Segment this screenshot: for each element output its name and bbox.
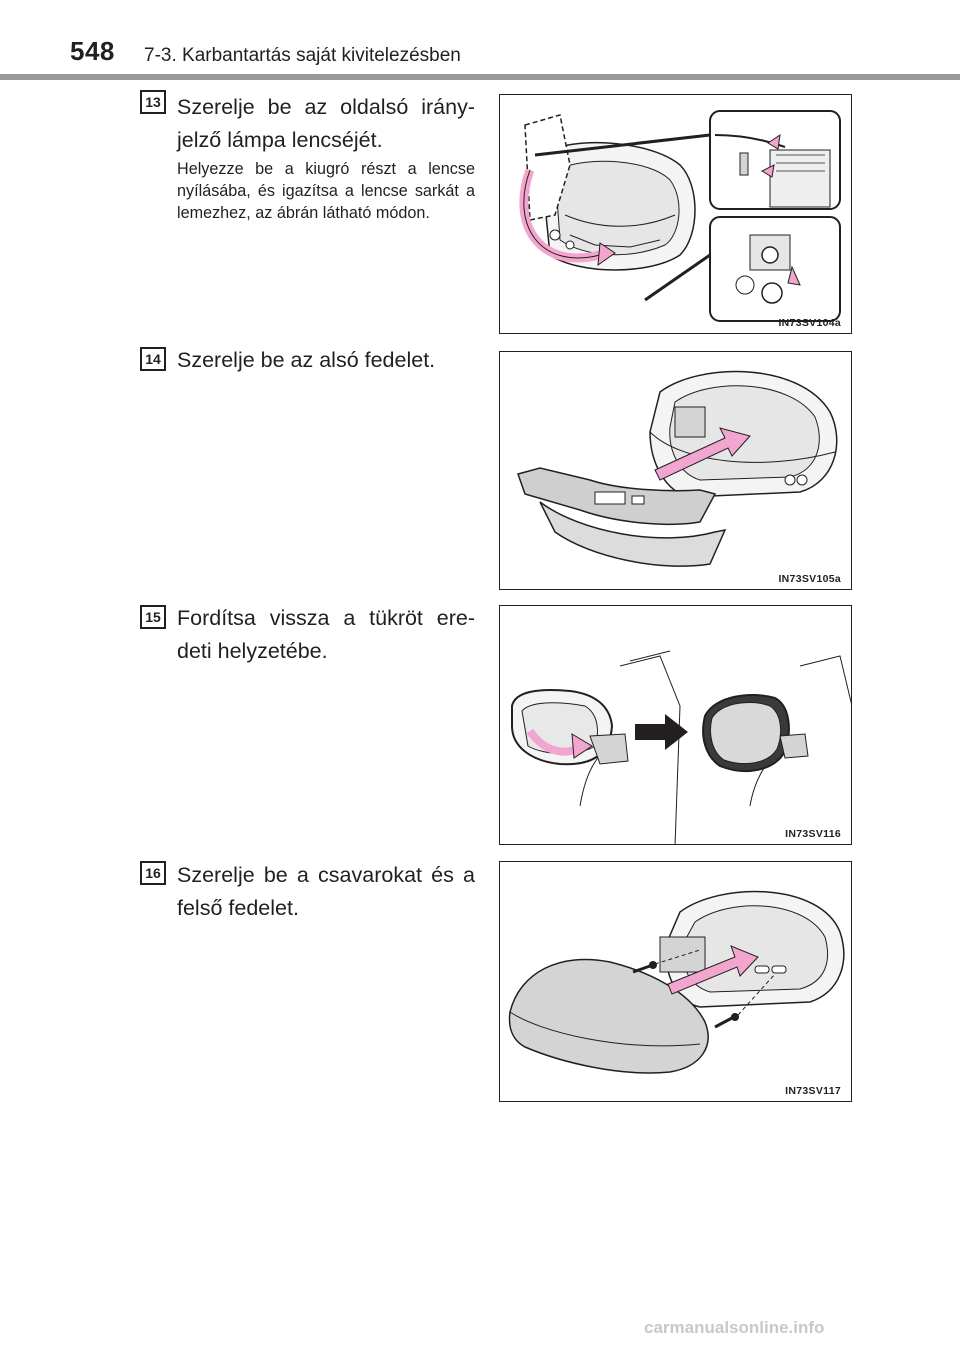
figure-code: IN73SV104a: [778, 317, 841, 329]
figure-code: IN73SV116: [785, 828, 841, 840]
mirror-return-illustration: [511, 650, 851, 844]
step-13-badge: 13: [140, 90, 166, 114]
figure-code: IN73SV117: [785, 1085, 841, 1097]
figure-side-turn-lamp-lens: IN73SV104a: [499, 94, 852, 334]
lower-cover-illustration: [517, 370, 838, 567]
page-header: 548 7-3. Karbantartás saját kivitelezésb…: [0, 0, 960, 80]
upper-cover-illustration: [508, 890, 845, 1074]
lamp-lens-illustration: [519, 110, 841, 322]
figure-lower-cover: IN73SV105a: [499, 351, 852, 590]
step-16-badge: 16: [140, 861, 166, 885]
header-rule: [0, 74, 960, 80]
figure-upper-cover: IN73SV117: [499, 861, 852, 1102]
footer-watermark[interactable]: carmanualsonline.info: [644, 1318, 825, 1337]
figure-code: IN73SV105a: [778, 573, 841, 585]
section-title: 7-3. Karbantartás saját kivitelezésben: [144, 45, 461, 66]
step-14-badge: 14: [140, 347, 166, 371]
step-13-description: Helyezze be a kiugró részt a lencse nyíl…: [177, 160, 475, 222]
page-number: 548: [70, 36, 115, 66]
step-13-title: Szerelje be az oldalsó irány-jelző lámpa…: [177, 95, 475, 152]
step-14-title: Szerelje be az alsó fedelet.: [177, 348, 436, 372]
step-16-title: Szerelje be a csavarokat és a felső fede…: [177, 863, 475, 920]
step-15-badge: 15: [140, 605, 166, 629]
step-15-title: Fordítsa vissza a tükröt ere-deti helyze…: [177, 606, 475, 663]
figure-mirror-return: IN73SV116: [499, 605, 852, 845]
